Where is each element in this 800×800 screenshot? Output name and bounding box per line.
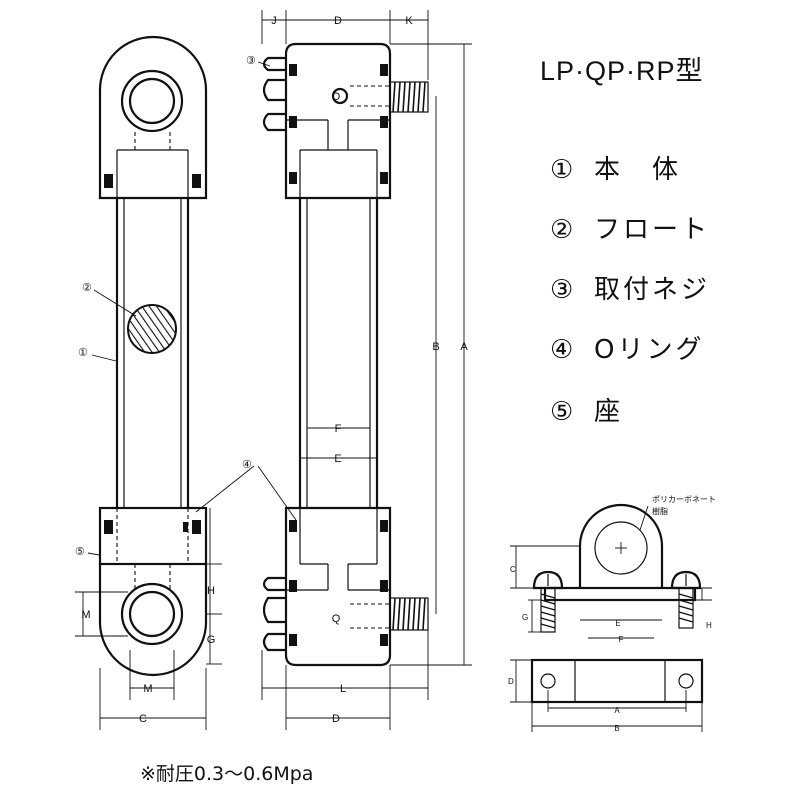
detail-f: F	[619, 635, 624, 644]
legend-no-4: ④	[550, 335, 573, 365]
detail-d: D	[508, 677, 514, 686]
dim-g: G	[207, 634, 216, 646]
dim-m-vertical: M	[81, 609, 90, 621]
side-top-block	[284, 42, 392, 200]
legend-no-2: ②	[550, 215, 573, 245]
front-view	[98, 35, 208, 677]
dim-h: H	[207, 585, 215, 597]
callout-2: ②	[82, 282, 92, 294]
dim-j: J	[271, 15, 277, 27]
dim-q: Q	[332, 613, 341, 625]
bracket-flange	[543, 586, 697, 602]
detail-h: H	[706, 621, 712, 630]
legend-name-5: 座	[594, 397, 623, 427]
front-dimensions: C M M H G	[75, 508, 222, 730]
dim-m-horizontal: M	[143, 683, 152, 695]
dim-e: E	[334, 453, 341, 465]
detail-e: E	[615, 619, 620, 628]
material-label-1: ポリカーボネート	[652, 495, 716, 504]
callout-1: ①	[78, 347, 88, 359]
bracket-detail: ポリカーボネート 樹脂 C G	[508, 495, 716, 733]
legend-name-1: 本 体	[594, 155, 681, 185]
top-eye-hole-inner	[128, 77, 176, 125]
dim-o: O	[332, 91, 341, 103]
dim-a: A	[460, 341, 468, 353]
detail-b: B	[614, 724, 619, 733]
material-label-2: 樹脂	[652, 506, 668, 516]
parts-legend: ① 本 体 ② フロート ③ 取付ネジ ④ Oリング ⑤ 座	[550, 155, 710, 427]
side-dimensions: J D K ③ A B F E L D	[246, 10, 472, 730]
legend-no-1: ①	[550, 155, 573, 185]
legend-name-2: フロート	[594, 215, 710, 245]
dim-b: B	[432, 341, 439, 353]
legend-no-3: ③	[550, 275, 573, 305]
dim-f: F	[335, 423, 342, 435]
bottom-block-outline	[98, 506, 208, 566]
front-callouts: ② ① ⑤ ④	[75, 282, 297, 558]
bracket-arch	[578, 503, 664, 588]
dim-l: L	[340, 683, 346, 695]
bottom-eye-outline	[98, 564, 208, 677]
float-ball	[127, 304, 177, 354]
dim-k: K	[405, 15, 413, 27]
legend-name-4: Oリング	[594, 335, 704, 365]
pressure-note: ※耐圧0.3〜0.6Mpa	[140, 763, 313, 785]
callout-4: ④	[242, 459, 252, 471]
top-eye-hole-outer	[120, 69, 184, 133]
model-title: LP·QP·RP型	[540, 56, 704, 86]
detail-c: C	[510, 565, 516, 574]
dim-c: C	[139, 713, 147, 725]
oring-mark	[104, 174, 113, 188]
legend-no-5: ⑤	[550, 397, 573, 427]
oring-mark	[192, 174, 201, 188]
detail-g: G	[522, 613, 528, 622]
top-eye-outline	[98, 35, 208, 200]
legend-name-3: 取付ネジ	[594, 275, 710, 305]
port-o	[331, 87, 349, 105]
callout-5: ⑤	[75, 546, 85, 558]
bracket-plan-plate	[530, 658, 704, 704]
detail-a: A	[614, 706, 620, 715]
dim-d-top: D	[334, 15, 342, 27]
callout-3: ③	[246, 55, 256, 67]
side-bottom-block	[284, 506, 392, 667]
dim-d-bottom: D	[332, 713, 340, 725]
side-view: O Q	[262, 42, 429, 667]
